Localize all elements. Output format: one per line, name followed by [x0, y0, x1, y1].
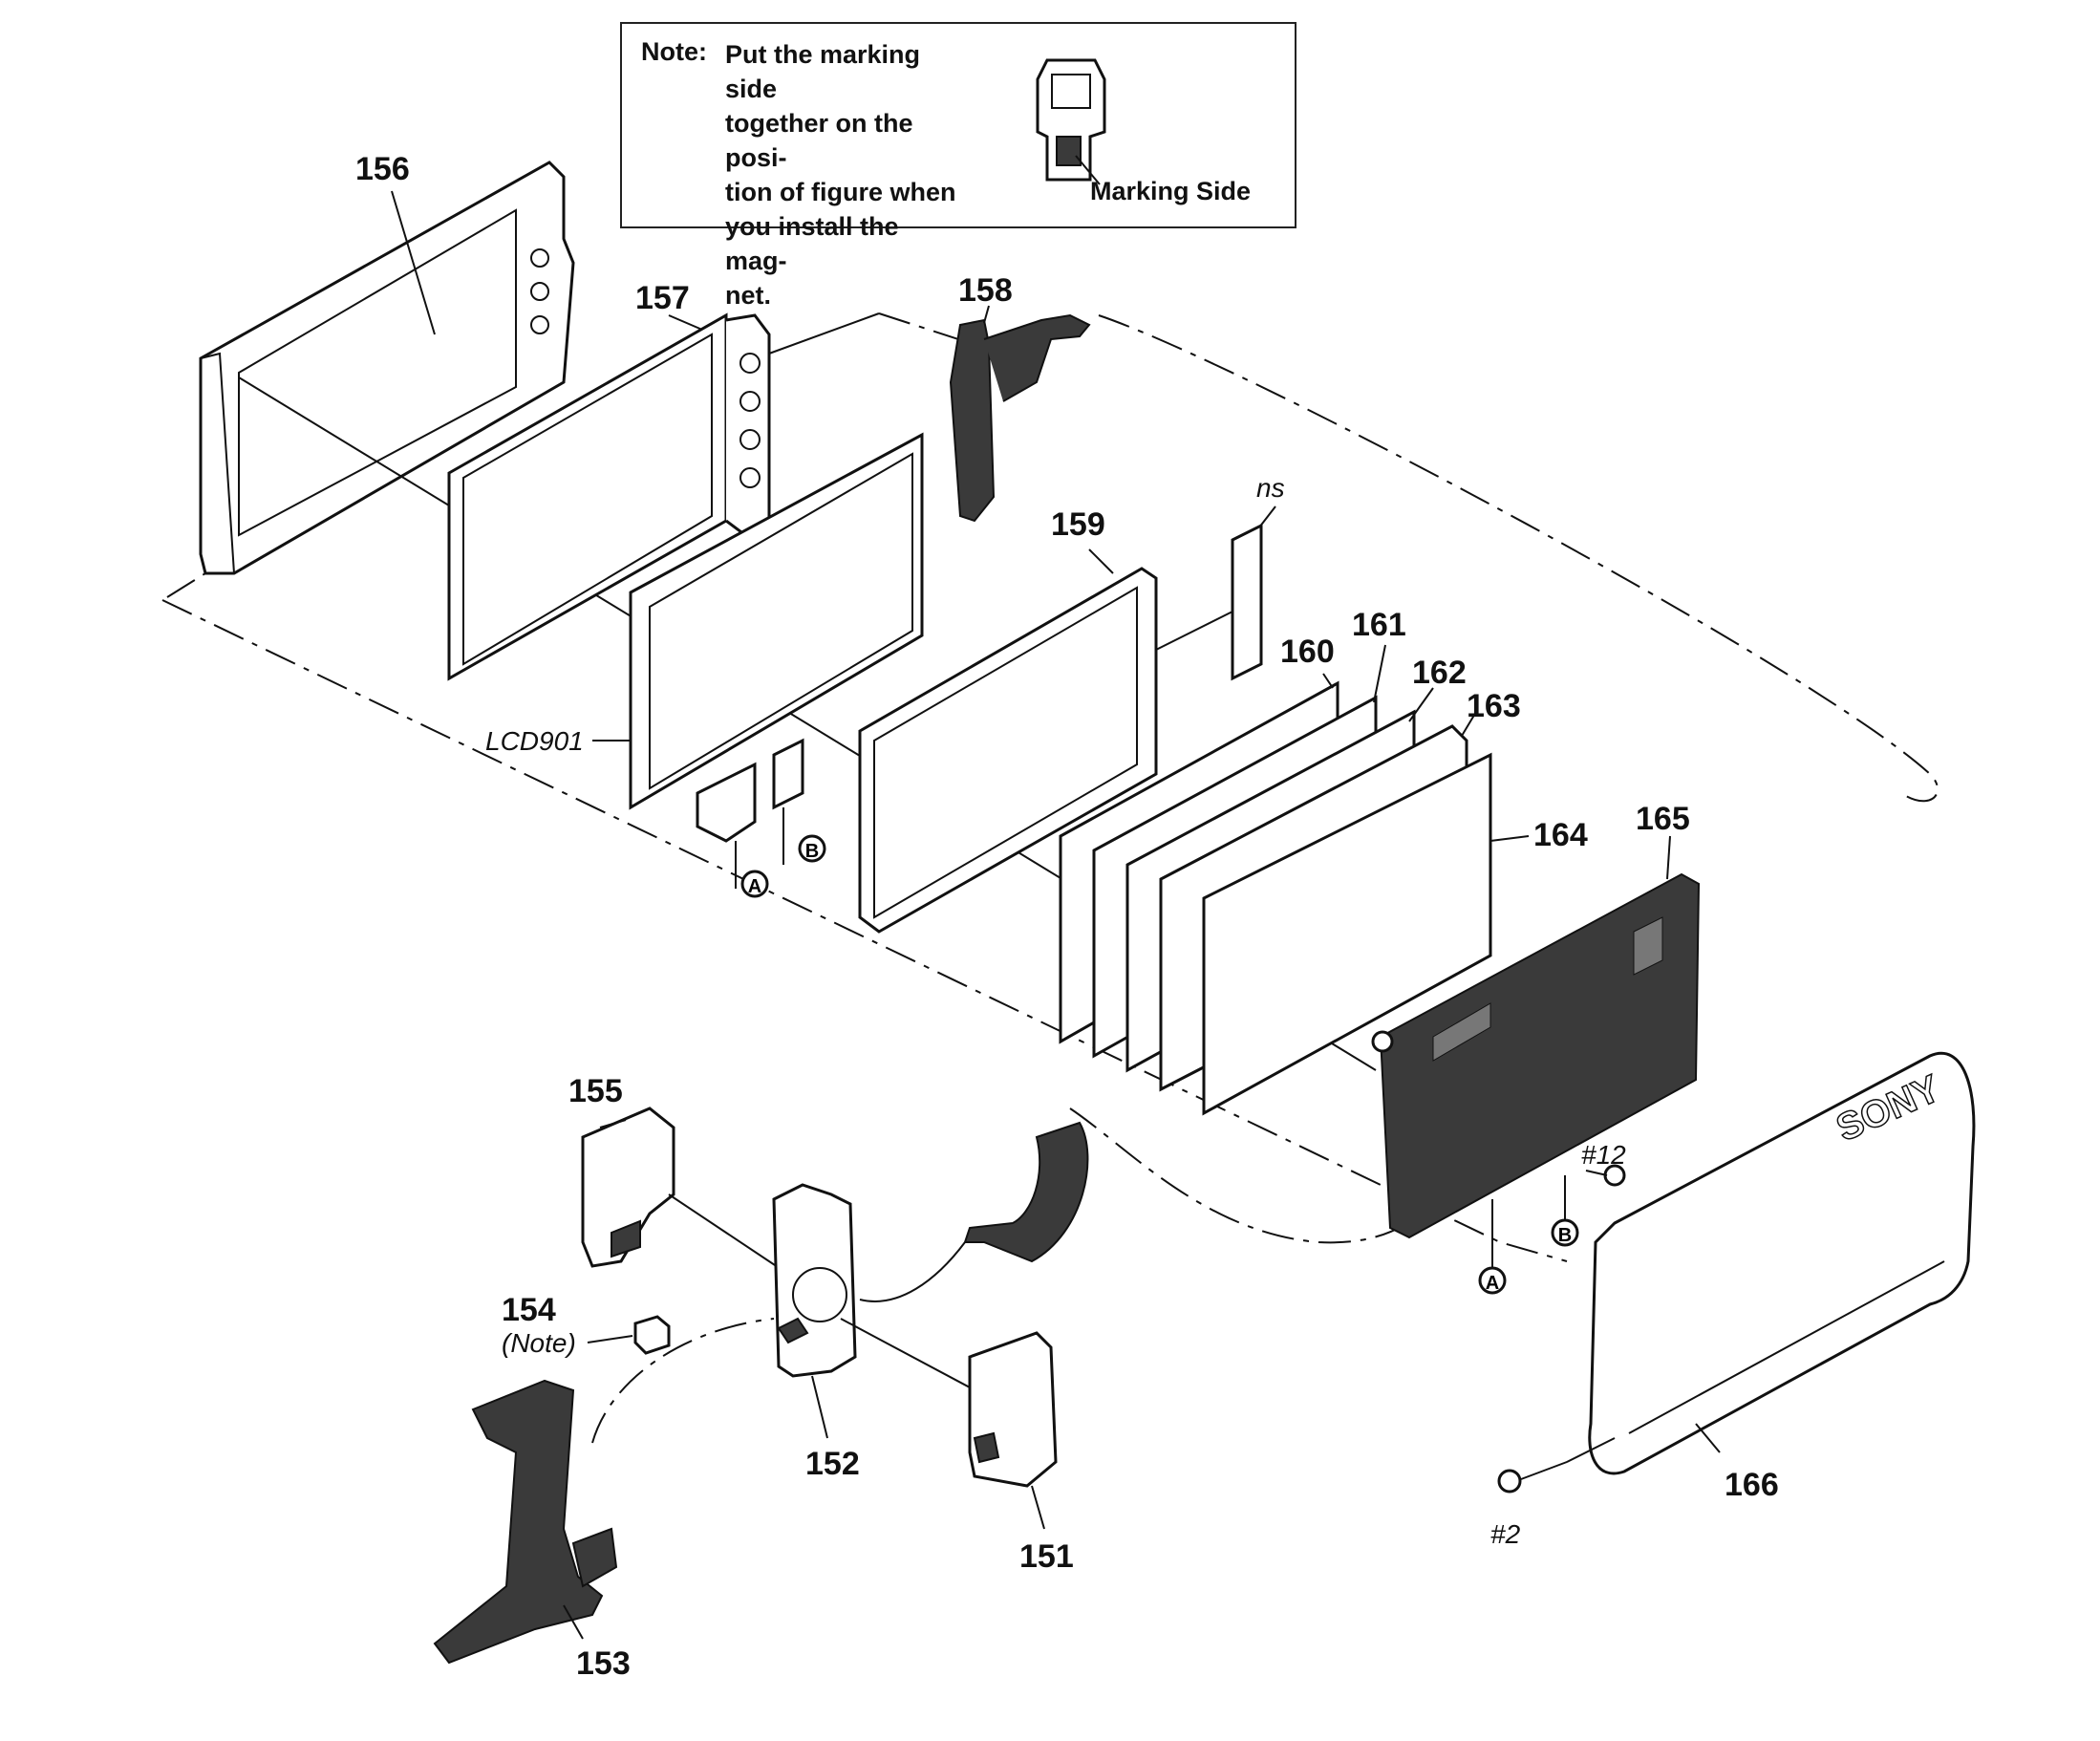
label-166: 166	[1725, 1467, 1779, 1503]
leader-158	[983, 305, 990, 324]
leader-156	[391, 190, 436, 335]
label-158: 158	[958, 272, 1013, 309]
assembly-guide-line-lower	[161, 572, 1568, 1262]
leader-ns	[1258, 505, 1276, 528]
connector-b-left: B	[798, 834, 826, 863]
label-155: 155	[568, 1073, 623, 1109]
magnet-154	[633, 1315, 671, 1355]
leader-163	[1461, 711, 1477, 737]
note-text: Put the marking side together on the pos…	[725, 40, 956, 310]
leader-153	[563, 1604, 584, 1640]
label-lcd901: LCD901	[485, 726, 584, 756]
circuit-board-165	[1371, 872, 1701, 1239]
flex-cable-153	[433, 1379, 604, 1665]
leader-165	[1666, 835, 1671, 880]
svg-text:A: A	[1486, 1273, 1499, 1294]
leader-155	[599, 1119, 627, 1128]
label-ns: ns	[1256, 473, 1285, 503]
label-163: 163	[1467, 688, 1521, 724]
label-154: 154	[502, 1292, 556, 1328]
connector-a-left: A	[740, 870, 769, 898]
leader-160	[1322, 673, 1334, 689]
screw-2	[1497, 1437, 1616, 1494]
label-159: 159	[1051, 506, 1105, 543]
connector-a-right: A	[1478, 1199, 1507, 1295]
label-161: 161	[1352, 607, 1406, 643]
label-151: 151	[1019, 1538, 1074, 1575]
label-164: 164	[1533, 817, 1588, 853]
leader-157	[668, 314, 703, 331]
leader-161	[1373, 644, 1386, 703]
marking-side-label: Marking Side	[1090, 177, 1252, 205]
label-162: 162	[1412, 655, 1467, 691]
lcd-panel-lcd901	[629, 432, 924, 889]
flex-cable-connection	[859, 1241, 966, 1302]
leader-151	[1031, 1485, 1045, 1530]
leader-164	[1489, 835, 1530, 842]
label-157: 157	[635, 280, 690, 316]
screw-12	[1585, 1164, 1626, 1187]
label-165: 165	[1636, 801, 1690, 837]
label-156: 156	[355, 151, 410, 187]
label-154-note: (Note)	[502, 1328, 576, 1358]
magnet-holder-sketch	[1036, 58, 1106, 185]
rear-cover-166: SONY	[1588, 1051, 1976, 1475]
backlight-frame-159	[858, 567, 1233, 934]
front-frame-156	[199, 161, 575, 575]
label-screw-12: #12	[1581, 1140, 1626, 1170]
label-152: 152	[805, 1446, 860, 1482]
svg-text:A: A	[748, 876, 761, 897]
label-160: 160	[1280, 634, 1335, 670]
flex-cable-153-tab	[571, 1527, 618, 1588]
svg-text:B: B	[805, 841, 819, 862]
label-153: 153	[576, 1645, 631, 1682]
flex-cable-158	[949, 313, 1091, 523]
hinge-guide-line	[591, 1318, 775, 1444]
leader-159	[1088, 548, 1114, 574]
leader-162	[1408, 687, 1434, 722]
leader-166	[1695, 1423, 1721, 1453]
flex-cable-upper	[963, 1121, 1089, 1263]
leader-154	[587, 1335, 633, 1343]
connector-b-right: B	[1551, 1175, 1579, 1247]
magnet-holder-155	[581, 1107, 784, 1272]
label-screw-2: #2	[1490, 1519, 1521, 1549]
sheet-164	[1202, 752, 1492, 1116]
note-label: Note:	[641, 37, 707, 66]
ns-strip	[1231, 523, 1263, 681]
hinge-assembly-152	[772, 1183, 985, 1396]
cover-part-151	[968, 1331, 1058, 1488]
installation-note-box: Note: Put the marking side together on t…	[620, 22, 1296, 310]
leader-152	[811, 1375, 828, 1439]
svg-text:B: B	[1558, 1225, 1572, 1246]
panel-157	[447, 312, 880, 681]
